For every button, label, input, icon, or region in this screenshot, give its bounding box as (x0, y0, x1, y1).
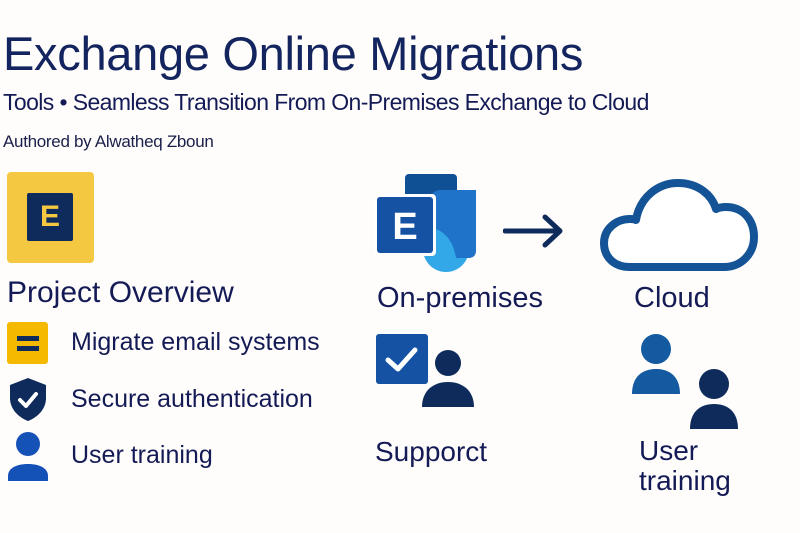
cloud-label: Cloud (634, 282, 710, 314)
page-subtitle: Tools • Seamless Transition From On-Prem… (3, 89, 649, 115)
user-training-label: User training (639, 436, 731, 496)
user-icon (7, 432, 49, 481)
equals-icon (7, 320, 49, 364)
shield-check-icon (7, 377, 49, 421)
overview-item-label: Secure authentication (71, 384, 313, 413)
user-training-label-line1: User (639, 435, 699, 466)
user-training-label-line2: training (639, 465, 731, 496)
overview-item-label: User training (71, 440, 213, 469)
arrow-right-icon (502, 213, 565, 249)
exchange-server-letter: E (392, 206, 417, 248)
page-title: Exchange Online Migrations (3, 27, 584, 80)
brand-letter: E (39, 200, 60, 233)
overview-item-label: Migrate email systems (71, 327, 320, 356)
exchange-brand-tile: E (7, 172, 94, 263)
cloud-icon (600, 175, 760, 275)
overview-title: Project Overview (7, 276, 234, 309)
overview-item-secure: Secure authentication (7, 377, 313, 421)
author-line: Authored by Alwatheq Zboun (3, 132, 214, 151)
support-label: Supporct (375, 436, 488, 467)
on-premises-label: On-premises (377, 282, 543, 314)
users-icon (630, 332, 740, 432)
exchange-server-icon: E (374, 172, 484, 277)
overview-item-training: User training (7, 432, 213, 481)
checkbox-user-icon (375, 333, 480, 408)
overview-item-migrate: Migrate email systems (7, 320, 320, 364)
exchange-e-icon: E (27, 193, 73, 241)
